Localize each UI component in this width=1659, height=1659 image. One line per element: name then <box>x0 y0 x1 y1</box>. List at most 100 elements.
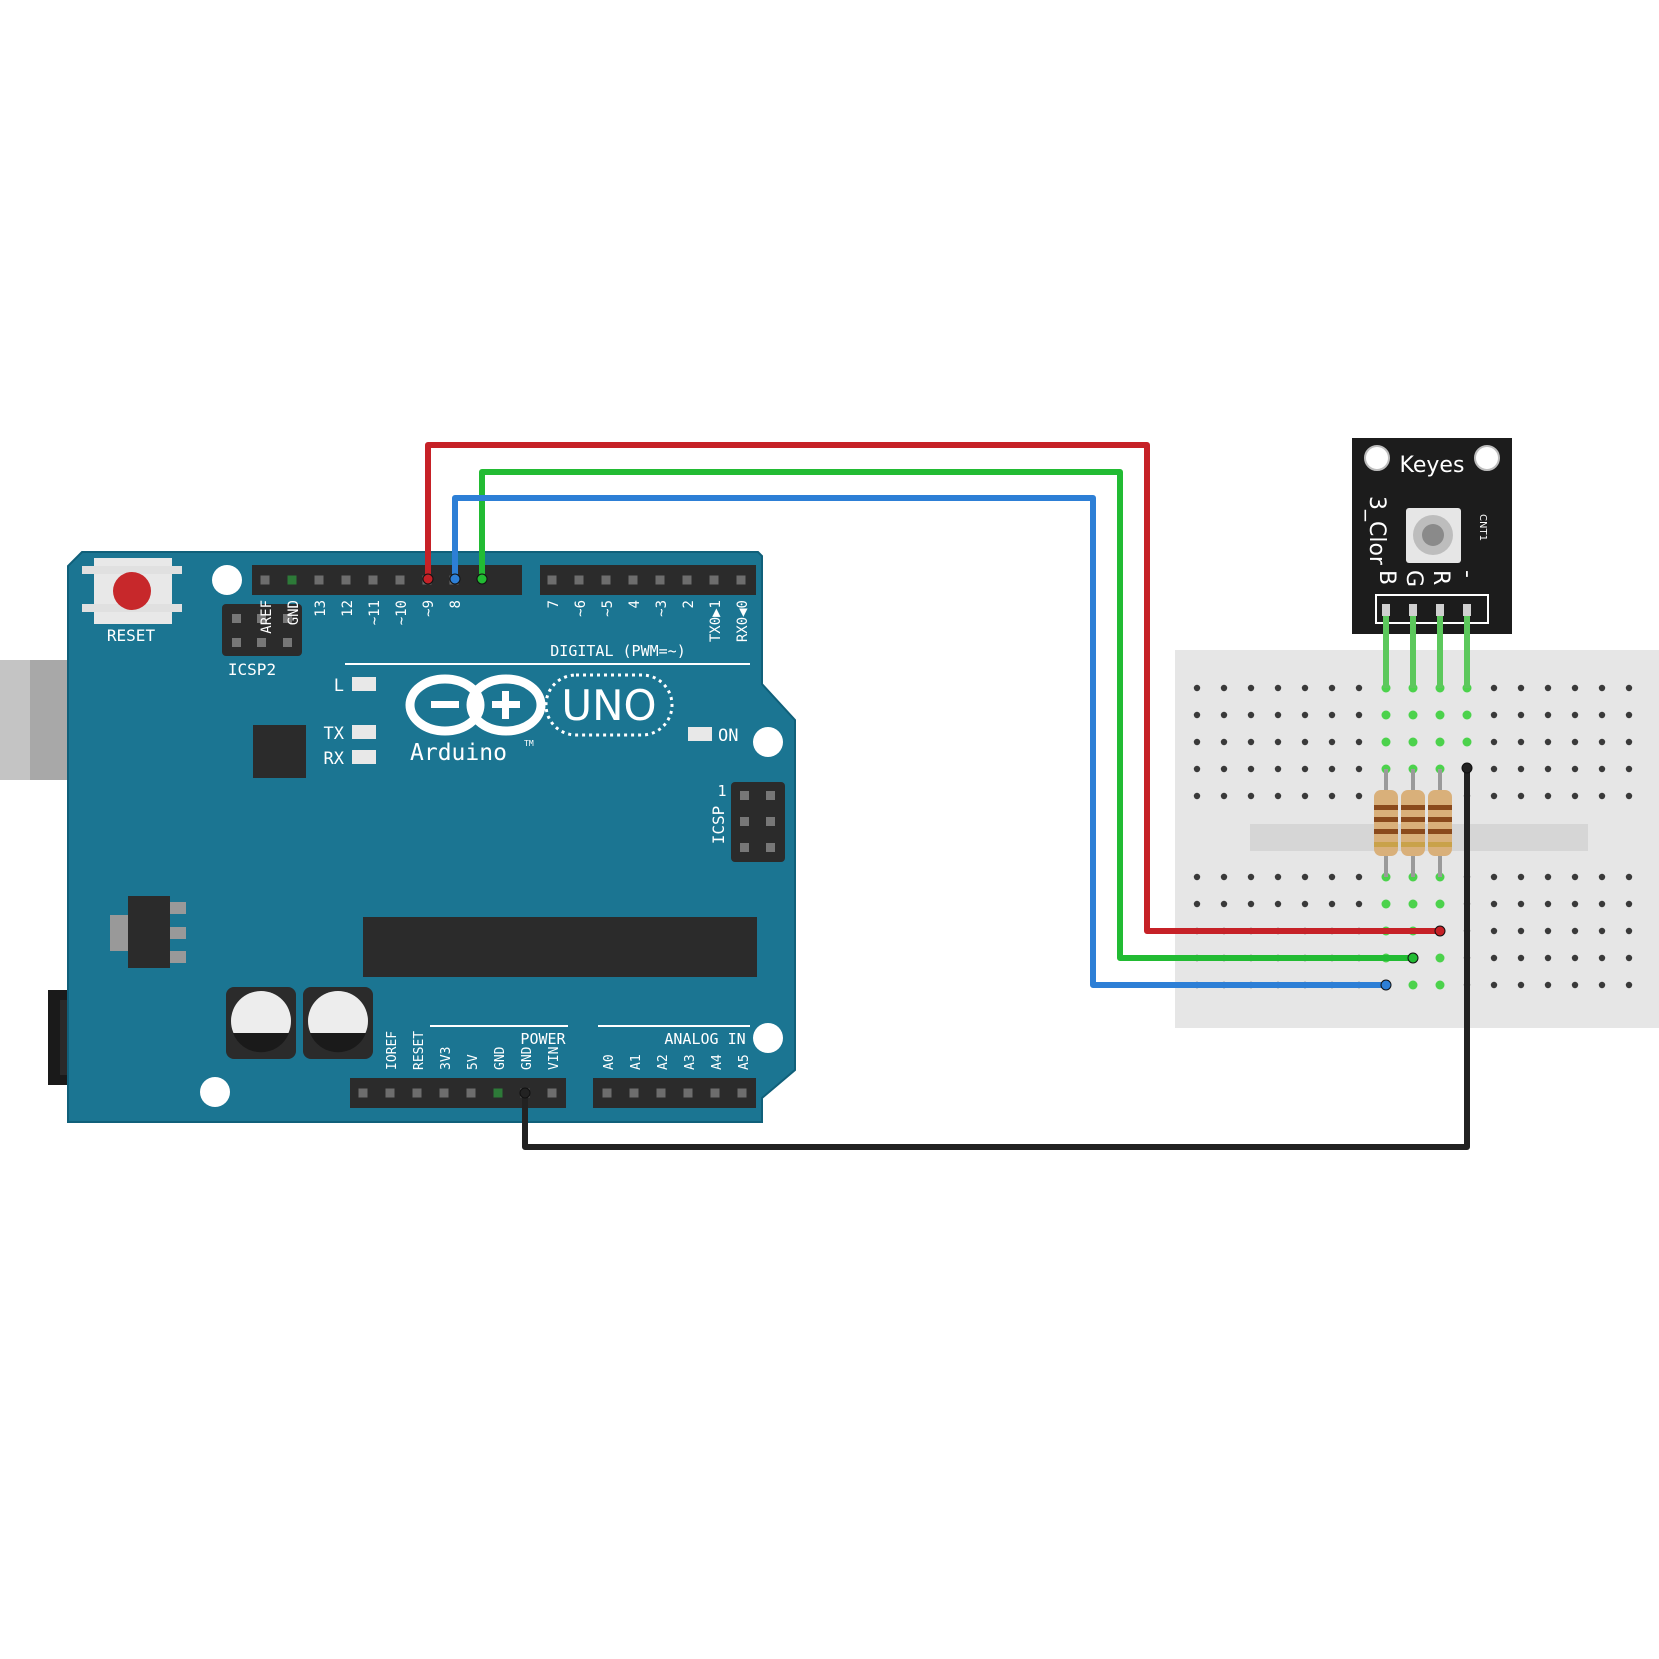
header-pin <box>629 1088 639 1098</box>
breadboard-hole <box>1193 738 1201 746</box>
digital-pin-label: 8 <box>448 600 464 608</box>
breadboard-hole <box>1328 792 1336 800</box>
breadboard-hole <box>1625 738 1633 746</box>
capacitor <box>303 987 373 1059</box>
breadboard-hole <box>1355 684 1363 692</box>
digital-pin-label: RX0◀0 <box>735 600 751 642</box>
breadboard-hole <box>1247 873 1255 881</box>
resistor-band <box>1374 805 1398 810</box>
header-pin <box>602 1088 612 1098</box>
breadboard-hole <box>1544 765 1552 773</box>
breadboard-hole <box>1625 765 1633 773</box>
breadboard-hole <box>1571 711 1579 719</box>
header-pin <box>736 575 746 585</box>
resistors <box>1374 769 1452 877</box>
wire-green[interactable] <box>479 469 1413 961</box>
breadboard-hole <box>1571 684 1579 692</box>
reset-label: RESET <box>107 626 156 645</box>
breadboard-hole <box>1247 738 1255 746</box>
breadboard-hole <box>1247 900 1255 908</box>
breadboard-hole <box>1274 738 1282 746</box>
module-mounting-hole <box>1474 445 1500 471</box>
led-on <box>688 727 712 741</box>
power-pin-label: GND <box>493 1046 508 1070</box>
header-pin <box>493 1088 503 1098</box>
header-pin <box>412 1088 422 1098</box>
analog-header <box>593 1078 756 1108</box>
header-pin <box>314 575 324 585</box>
wire-blue[interactable] <box>452 495 1386 988</box>
usb-chip <box>253 725 306 778</box>
digital-pin-label: 2 <box>681 600 697 608</box>
breadboard-hole <box>1544 954 1552 962</box>
breadboard-hole <box>1490 684 1498 692</box>
breadboard-hole <box>1274 873 1282 881</box>
wire-red[interactable] <box>425 442 1440 934</box>
atmega-chip <box>363 917 757 977</box>
breadboard-hole <box>1220 684 1228 692</box>
arduino-logo <box>405 673 674 737</box>
breadboard-hole <box>1490 927 1498 935</box>
digital-pin-label: ~11 <box>367 600 383 625</box>
breadboard-hole <box>1408 737 1418 747</box>
header-pin <box>466 1088 476 1098</box>
breadboard-hole <box>1220 873 1228 881</box>
breadboard-hole <box>1517 711 1525 719</box>
led-tx <box>352 725 376 739</box>
digital-pin-label: ~3 <box>654 600 670 617</box>
module-pin-label: R <box>1428 570 1453 585</box>
breadboard-hole <box>1490 981 1498 989</box>
breadboard-hole <box>1408 899 1418 909</box>
breadboard-hole <box>1462 710 1472 720</box>
logo-arduino: Arduino <box>410 740 507 766</box>
module-pin <box>1436 604 1444 616</box>
breadboard-hole <box>1490 792 1498 800</box>
breadboard-hole <box>1193 792 1201 800</box>
breadboard-hole <box>1220 792 1228 800</box>
power-header-label: POWER <box>520 1030 566 1048</box>
breadboard-hole <box>1517 765 1525 773</box>
module-mounting-hole <box>1364 445 1390 471</box>
breadboard-hole <box>1598 981 1606 989</box>
breadboard-hole <box>1355 765 1363 773</box>
breadboard-hole <box>1220 900 1228 908</box>
breadboard-hole <box>1435 980 1445 990</box>
breadboard-hole <box>1328 900 1336 908</box>
breadboard-hole <box>1625 900 1633 908</box>
breadboard-hole <box>1625 792 1633 800</box>
breadboard-hole <box>1544 981 1552 989</box>
breadboard-hole <box>1328 738 1336 746</box>
breadboard-hole <box>1598 900 1606 908</box>
header-pin <box>737 1088 747 1098</box>
breadboard-hole <box>1490 711 1498 719</box>
breadboard-hole <box>1274 765 1282 773</box>
analog-pin-label: A5 <box>737 1054 752 1070</box>
breadboard-hole <box>1544 738 1552 746</box>
breadboard-hole <box>1625 711 1633 719</box>
pcb <box>67 551 796 1123</box>
breadboard-hole <box>1193 711 1201 719</box>
header-pin <box>547 1088 557 1098</box>
reset-button-cap <box>113 572 151 610</box>
icsp-label: ICSP <box>709 806 728 845</box>
header-pin <box>709 575 719 585</box>
breadboard-hole <box>1517 792 1525 800</box>
module-pin <box>1463 604 1471 616</box>
breadboard-hole <box>1598 711 1606 719</box>
wire-endpoint <box>1434 925 1446 937</box>
breadboard-hole <box>1274 684 1282 692</box>
header-pin <box>368 575 378 585</box>
breadboard-hole <box>1301 738 1309 746</box>
breadboard-hole <box>1598 873 1606 881</box>
power-pin-label: 5V <box>466 1054 481 1070</box>
breadboard-hole <box>1571 900 1579 908</box>
breadboard-hole <box>1490 873 1498 881</box>
breadboard-hole <box>1435 710 1445 720</box>
breadboard-hole <box>1571 981 1579 989</box>
resistor-band <box>1428 842 1452 847</box>
breadboard-hole <box>1301 765 1309 773</box>
wire-black[interactable] <box>522 768 1470 1150</box>
reset-button[interactable] <box>82 558 182 624</box>
header-pin <box>601 575 611 585</box>
breadboard-hole <box>1517 738 1525 746</box>
